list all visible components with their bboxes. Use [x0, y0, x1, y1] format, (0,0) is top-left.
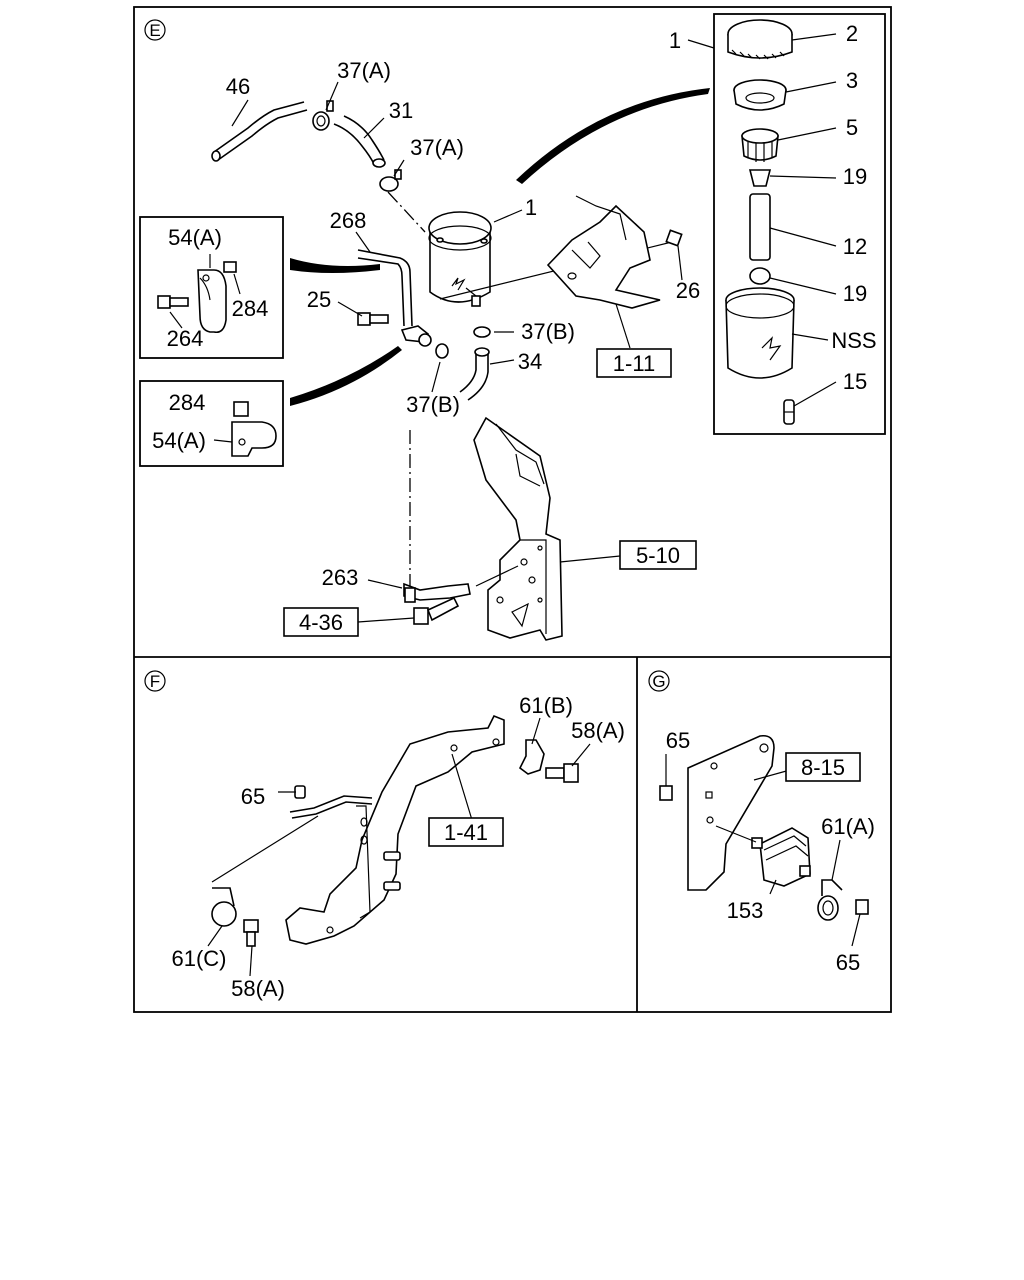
- callout-nss: NSS: [831, 328, 876, 353]
- callout-58a-right: 58(A): [571, 718, 625, 743]
- section-marker-e: E: [144, 19, 166, 41]
- callout-58a-bottom: 58(A): [231, 976, 285, 1001]
- callout-1-tank: 1: [525, 195, 537, 220]
- callout-264-detail-top: 264: [167, 326, 204, 351]
- callout-54a-detail-bottom: 54(A): [152, 428, 206, 453]
- detail-bottom-drawing: [213, 401, 277, 457]
- callout-15: 15: [843, 369, 867, 394]
- detail-frame-top: [139, 216, 284, 359]
- callout-2: 2: [846, 21, 858, 46]
- section-marker-f: F: [144, 670, 166, 692]
- reference-box-1-41: 1-41: [428, 817, 504, 847]
- callout-61b: 61(B): [519, 693, 573, 718]
- callout-65-g-top: 65: [666, 728, 690, 753]
- reference-5-10-label: 5-10: [636, 543, 680, 568]
- callout-5: 5: [846, 115, 858, 140]
- reference-box-1-11: 1-11: [596, 348, 672, 378]
- callout-37a-mid: 37(A): [410, 135, 464, 160]
- callout-284-detail-bottom: 284: [169, 390, 206, 415]
- callout-284-detail-top: 284: [232, 296, 269, 321]
- reference-1-41-label: 1-41: [444, 820, 488, 845]
- exploded-view-frame: [713, 13, 886, 435]
- callout-263: 263: [322, 565, 359, 590]
- section-marker-e-label: E: [149, 21, 160, 40]
- callout-37b-right: 37(B): [521, 319, 575, 344]
- section-marker-g-label: G: [652, 672, 665, 691]
- exploded-view-drawing: [687, 19, 837, 425]
- section-f-drawings: [207, 714, 591, 977]
- callout-61a: 61(A): [821, 814, 875, 839]
- callout-19-bottom: 19: [843, 281, 867, 306]
- callout-46: 46: [226, 74, 250, 99]
- callout-61c: 61(C): [171, 946, 226, 971]
- callout-3: 3: [846, 68, 858, 93]
- callout-34: 34: [518, 349, 542, 374]
- detail-top-drawing: [157, 254, 241, 334]
- callout-268: 268: [330, 208, 367, 233]
- callout-26: 26: [676, 278, 700, 303]
- callout-1-exploded: 1: [669, 28, 681, 53]
- section-g-drawings: [659, 734, 869, 947]
- callout-65-f: 65: [241, 784, 265, 809]
- section-marker-f-label: F: [150, 672, 160, 691]
- outer-frame: [133, 6, 892, 1013]
- reference-box-5-10: 5-10: [619, 540, 697, 570]
- section-marker-g: G: [648, 670, 670, 692]
- callout-54a-detail-top: 54(A): [168, 225, 222, 250]
- callout-19-top: 19: [843, 164, 867, 189]
- reference-1-11-label: 1-11: [613, 351, 655, 376]
- callout-37a-top: 37(A): [337, 58, 391, 83]
- callout-25: 25: [307, 287, 331, 312]
- callout-12: 12: [843, 234, 867, 259]
- detail-frame-bottom: [139, 380, 284, 467]
- callout-37b-bottom: 37(B): [406, 392, 460, 417]
- callout-65-g-bottom: 65: [836, 950, 860, 975]
- reference-8-15-label: 8-15: [801, 755, 845, 780]
- callout-153: 153: [727, 898, 764, 923]
- reference-box-8-15: 8-15: [785, 752, 861, 782]
- reference-box-4-36: 4-36: [283, 607, 359, 637]
- diagram-frames: [133, 6, 892, 1013]
- section-e-drawings: [211, 81, 710, 641]
- reference-4-36-label: 4-36: [299, 610, 343, 635]
- callout-31: 31: [389, 98, 413, 123]
